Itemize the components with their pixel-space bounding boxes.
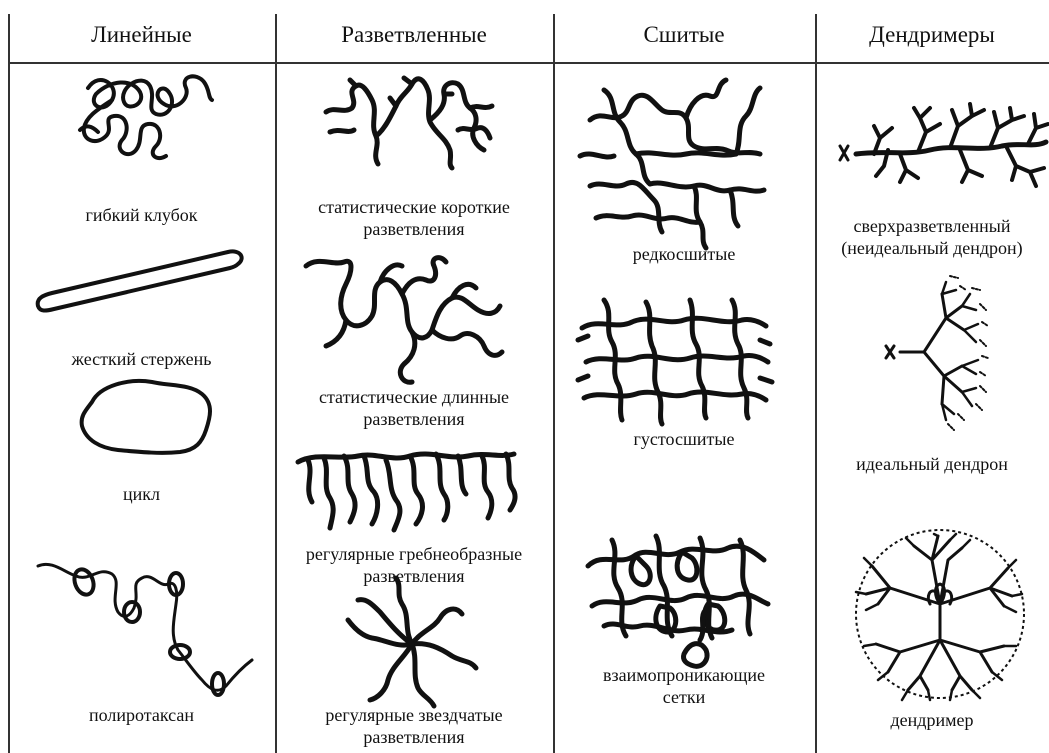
label-rigid-rod: жесткий стержень	[8, 348, 275, 370]
comb-branches-drawing	[298, 454, 515, 530]
short-branches-drawing	[326, 78, 492, 168]
rigid-rod-drawing	[38, 251, 242, 310]
label-sparse-network: редкосшитые	[553, 243, 815, 265]
label-dendrimer: дендример	[815, 709, 1049, 731]
long-branches-drawing	[306, 258, 502, 383]
ideal-dendron-drawing	[886, 276, 988, 430]
dendrimer-drawing	[856, 530, 1024, 700]
label-dense-network: густосшитые	[553, 428, 815, 450]
flexible-coil-drawing	[80, 76, 212, 158]
label-hyperbranched: сверхразветвленный(неидеальный дендрон)	[815, 215, 1049, 259]
polyrotaxane-drawing	[38, 564, 252, 695]
label-ideal-dendron: идеальный дендрон	[815, 453, 1049, 475]
star-branches-drawing	[348, 578, 476, 706]
hyperbranched-dendron-drawing	[840, 104, 1048, 186]
label-polyrotaxane: полиротаксан	[8, 704, 275, 726]
label-flexible-coil: гибкий клубок	[8, 204, 275, 226]
dense-network-drawing	[578, 300, 772, 424]
interpenetrating-networks-drawing	[588, 536, 768, 666]
label-cycle: цикл	[8, 483, 275, 505]
sparse-network-drawing	[580, 80, 764, 248]
cycle-drawing	[82, 381, 210, 453]
